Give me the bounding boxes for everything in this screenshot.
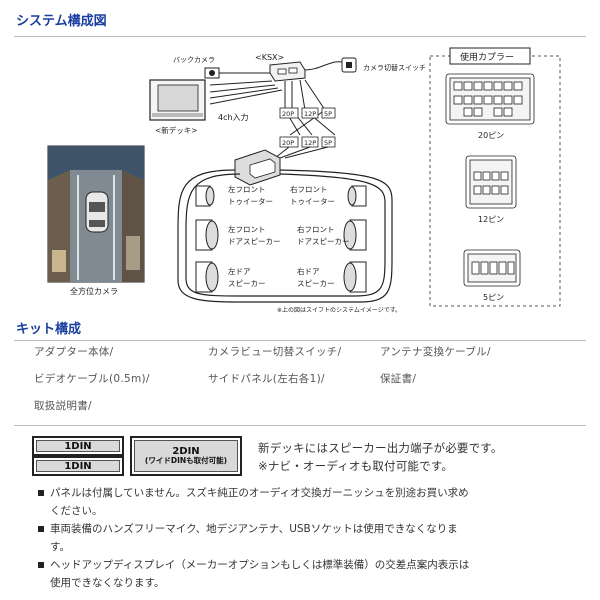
left-front-door-speaker-label-1: 左フロント [228,224,266,234]
ksx-unit-icon [269,61,306,82]
connector-20p-label: 20P [282,110,294,118]
connector-5p-label: 5P [324,139,332,147]
kit-item: サイドパネル(左右各1)/ [208,373,325,385]
din1-bottom-box: 1DIN [32,456,124,476]
kit-item: アンテナ変換ケーブル/ [380,346,491,358]
din2-sub-label: (ワイドDINも取付可能) [144,456,228,466]
kit-item: ビデオケーブル(0.5m)/ [34,373,150,385]
bullet-marker [38,562,44,568]
system-diagram-title: システム構成図 [16,14,107,29]
coupler-title: 使用カプラー [460,51,514,63]
left-door-speaker-label-2: スピーカー [228,279,266,288]
connector-12p-label: 12P [304,139,316,147]
bullet-note-line: パネルは付属していません。スズキ純正のオーディオ交換ガーニッシュを別途お買い求め [50,487,469,499]
left-front-door-speaker-label-2: ドアスピーカー [228,237,281,246]
din1-bottom-label: 1DIN [36,460,120,472]
camera-cables [209,72,283,105]
kit-item: 保証書/ [380,373,417,385]
harness-lines [284,79,336,136]
connector-12p-label: 12P [304,110,316,118]
coupler-20-pin-icon [445,73,535,125]
coupler-title-box [449,47,531,65]
kit-section-title: キット構成 [16,322,82,337]
bullet-note: 車両装備のハンズフリーマイク、地デジアンテナ、USBソケットは使用できなくなりま… [50,520,590,556]
connector-5p-label: 5P [324,110,332,118]
kit-item: カメラビュー切替スイッチ/ [208,346,342,358]
right-front-door-speaker-label-2: ドアスピーカー [297,237,350,246]
right-front-door-speaker-icon [343,219,367,251]
left-front-tweeter-label-1: 左フロント [228,184,266,194]
bullet-marker [38,490,44,496]
speaker-wiring-loop [177,169,393,303]
connector-row-top: 20P 12P 5P [279,107,336,119]
left-door-speaker-icon [195,261,219,293]
all-around-camera-image [47,145,145,283]
new-deck-label: <新デッキ> [155,125,198,135]
left-front-door-speaker-icon [195,219,219,251]
din2-box: 2DIN (ワイドDINも取付可能) [130,436,242,476]
bullet-note-line: 車両装備のハンズフリーマイク、地デジアンテナ、USBソケットは使用できなくなりま [50,523,458,535]
kit-item: アダプター本体/ [34,346,114,358]
coupler-5-pin-label: 5ピン [483,293,504,302]
left-door-speaker-label-1: 左ドア [228,266,251,276]
camera-switch-label: カメラ切替スイッチ [363,63,426,72]
right-front-tweeter-label-2: トゥイーター [290,197,335,206]
ksx-label: <KSX> [255,53,284,62]
new-deck-icon [149,79,206,121]
title-divider [14,36,586,37]
coupler-20-pin-label: 20ピン [478,131,504,140]
back-camera-label: バックカメラ [173,56,215,64]
din1-top-box: 1DIN [32,436,124,456]
nav-audio-note: ※ナビ・オーディオも取付可能です。 [258,459,454,473]
kit-item: 取扱説明書/ [34,400,92,412]
right-door-speaker-icon [343,261,367,293]
coupler-5-pin-icon [463,249,521,287]
right-door-speaker-label-2: スピーカー [297,279,335,288]
din2-label-group: 2DIN (ワイドDINも取付可能) [134,440,238,472]
bullet-marker [38,526,44,532]
right-front-tweeter-icon [347,185,367,207]
coupler-12-pin-label: 12ピン [478,215,504,224]
right-front-tweeter-label-1: 右フロント [290,184,328,194]
left-front-tweeter-label-2: トゥイーター [228,197,273,206]
connector-20p-label: 20P [282,139,294,147]
title-divider [14,340,586,341]
coupler-12-pin-icon [465,155,517,209]
camera-switch-icon [304,57,357,73]
bullet-note-line: ヘッドアップディスプレイ（メーカーオプションもしくは標準装備）の交差点案内表示は [50,559,470,571]
bullet-note-line: 使用できなくなります。 [50,577,165,589]
din2-label: 2DIN [172,446,200,458]
4ch-input-label: 4ch入力 [218,112,249,122]
system-diagram: バックカメラ <KSX> カメラ切替スイッチ <新デッキ> 4ch入力 [47,47,561,314]
right-front-door-speaker-label-1: 右フロント [297,224,335,234]
right-door-speaker-label-1: 右ドア [297,266,320,276]
connector-row-bottom: 20P 12P 5P [279,136,336,148]
section-divider [14,425,586,426]
bullet-note: パネルは付属していません。スズキ純正のオーディオ交換ガーニッシュを別途お買い求め… [50,484,590,520]
back-camera-icon [204,67,220,79]
bullet-note-line: す。 [50,541,70,553]
diagram-footnote: ※上の図はスイフトのシステムイメージです。 [277,306,401,314]
bullet-note: ヘッドアップディスプレイ（メーカーオプションもしくは標準装備）の交差点案内表示は… [50,556,590,592]
speaker-output-note: 新デッキにはスピーカー出力端子が必要です。 [258,441,503,455]
coupler-panel-border [429,55,561,307]
vehicle-harness-icon [234,149,281,186]
all-around-camera-label: 全方位カメラ [70,286,118,296]
vehicle-harness-lines [274,146,329,159]
left-front-tweeter-icon [195,185,215,207]
bullet-note-line: ください。 [50,505,103,517]
din1-top-label: 1DIN [36,440,120,452]
